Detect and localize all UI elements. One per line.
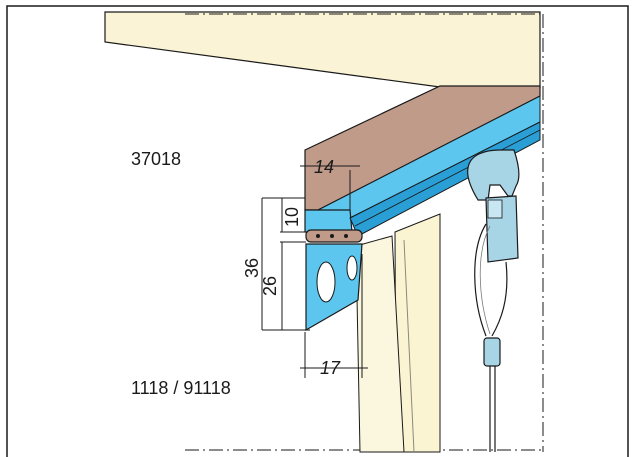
dimension-width-top: 14 bbox=[314, 157, 334, 177]
dimension-width-bottom: 17 bbox=[320, 358, 341, 378]
rail-groove bbox=[354, 129, 541, 227]
curtain-panel-front bbox=[355, 235, 405, 453]
rail-pin-dot bbox=[330, 234, 334, 238]
dimension-lines bbox=[261, 150, 368, 378]
glider-slot bbox=[487, 199, 503, 219]
rail-pin-dot bbox=[344, 234, 348, 238]
rail-pin-dot bbox=[316, 234, 320, 238]
part-label-glider: 1118 / 91118 bbox=[131, 378, 231, 398]
dimension-height-total: 36 bbox=[242, 258, 262, 278]
cord-clamp bbox=[483, 337, 501, 367]
panel-hole bbox=[316, 261, 336, 303]
dimension-height-lower: 26 bbox=[260, 276, 280, 296]
part-label-rail: 37018 bbox=[131, 149, 181, 169]
cord-loop bbox=[474, 223, 508, 337]
glider-hook bbox=[467, 149, 520, 201]
cord-loop-inner bbox=[479, 225, 491, 335]
rail-blue-front bbox=[304, 209, 353, 233]
panel-hole bbox=[346, 255, 358, 281]
curtain-fold-line bbox=[403, 239, 415, 453]
dimension-height-upper: 10 bbox=[282, 207, 302, 227]
